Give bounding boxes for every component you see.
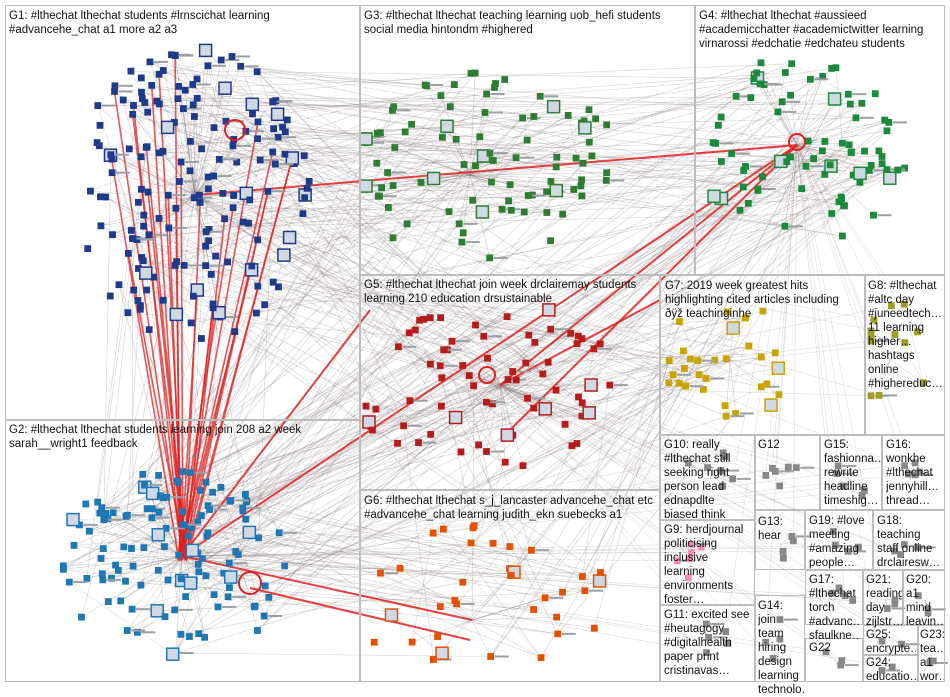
group-box-g21 xyxy=(863,570,903,625)
group-box-g4 xyxy=(695,5,945,275)
group-box-g16 xyxy=(882,435,945,510)
group-box-g14 xyxy=(755,595,805,682)
group-box-g13 xyxy=(755,510,805,570)
group-box-g24 xyxy=(863,655,918,682)
group-box-g17 xyxy=(805,570,863,625)
group-box-g18 xyxy=(873,510,945,570)
group-box-g22 xyxy=(805,638,863,682)
group-box-g20 xyxy=(903,570,945,625)
group-box-g19 xyxy=(805,510,873,570)
group-box-g2 xyxy=(5,420,360,682)
group-box-g8 xyxy=(865,275,945,435)
group-box-g6 xyxy=(360,490,660,682)
group-box-g3 xyxy=(360,5,695,275)
group-box-g7 xyxy=(660,275,865,435)
group-box-g10 xyxy=(660,435,755,520)
group-box-g15 xyxy=(820,435,882,510)
group-box-g9 xyxy=(660,520,755,605)
group-box-g12 xyxy=(755,435,820,510)
group-box-g5 xyxy=(360,275,660,490)
group-box-g25 xyxy=(863,625,918,655)
group-box-g23 xyxy=(918,625,945,682)
group-box-g11 xyxy=(660,605,755,682)
group-box-g1 xyxy=(5,5,360,420)
